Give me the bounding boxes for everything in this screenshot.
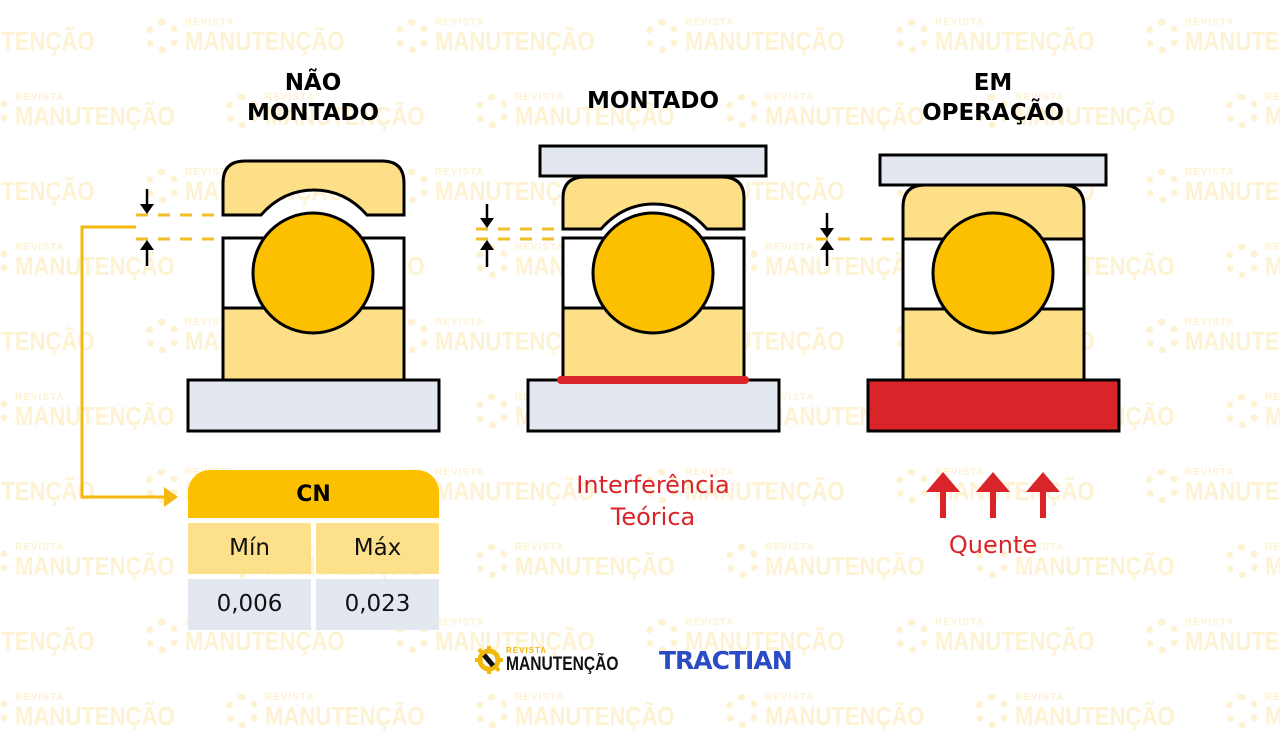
bearing-mounted [476,144,781,433]
title-montado: MONTADO [553,86,753,116]
interference-label: Interferência Teórica [543,469,763,533]
cn-table-title: CN [188,470,439,518]
logo-revista-text: REVISTA [506,645,548,655]
title-line: MONTADO [586,88,720,114]
logo-manutencao-text: MANUTENÇÃO [506,653,619,675]
gear-wrench-icon [475,646,503,674]
cn-value-max: 0,023 [316,579,439,630]
title-line: MONTADO [246,100,380,126]
cn-clearance-table: CN Mín Máx 0,006 0,023 [188,470,439,630]
revista-manutencao-logo: REVISTA MANUTENÇÃO [475,646,643,674]
heat-arrow-icon [1026,472,1060,518]
interference-line: Teórica [610,503,696,531]
cn-value-min: 0,006 [188,579,311,630]
bearing-unmounted [80,159,441,507]
cn-table-value-row: 0,006 0,023 [188,579,439,630]
hot-text: Quente [948,531,1038,559]
cn-header-max: Máx [316,523,439,574]
interference-line: Interferência [576,471,730,499]
cn-header-min: Mín [188,523,311,574]
hot-label: Quente [893,529,1093,561]
tractian-logo: TRACTIAN [659,646,793,675]
title-line: OPERAÇÃO [922,100,1064,126]
title-em-operacao: EM OPERAÇÃO [893,68,1093,128]
title-nao-montado: NÃO MONTADO [213,68,413,128]
bearing-operating [816,153,1121,518]
heat-arrow-icon [926,472,960,518]
heat-arrow-icon [976,472,1010,518]
title-line: NÃO [284,70,342,96]
cn-table-header-row: Mín Máx [188,523,439,574]
title-line: EM [973,70,1013,96]
